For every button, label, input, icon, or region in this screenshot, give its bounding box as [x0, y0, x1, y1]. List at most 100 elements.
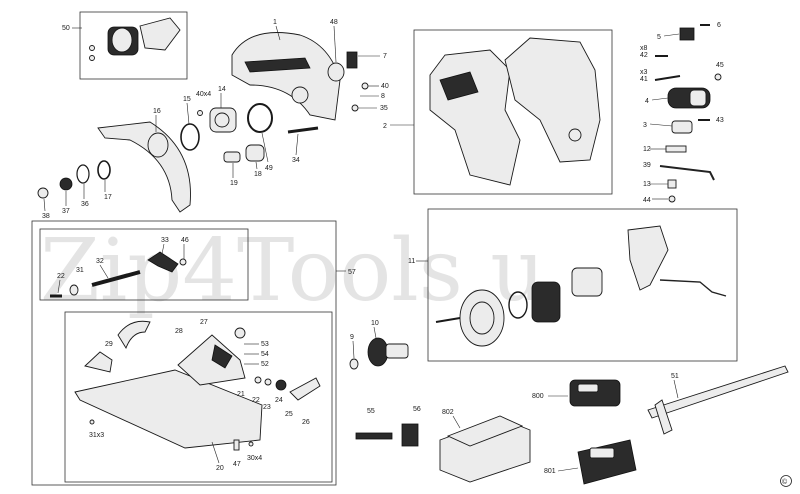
callout-45: 45 — [716, 62, 724, 69]
callout-x8: x8 — [640, 45, 648, 52]
part-32-bolt — [91, 270, 141, 287]
callout-801: 801 — [544, 468, 556, 475]
callout-13: 13 — [643, 181, 651, 188]
part-35-screw — [351, 104, 359, 112]
callout-18: 18 — [254, 171, 262, 178]
callout-11: 11 — [408, 258, 415, 265]
callout-14: 14 — [218, 86, 226, 93]
callout-800: 800 — [532, 393, 544, 400]
callout-5: 5 — [657, 34, 661, 41]
callout-4: 4 — [645, 98, 649, 105]
box-part-11 — [427, 208, 738, 362]
part-50-assembly — [89, 17, 181, 61]
callout-27: 27 — [200, 319, 208, 326]
part-19-pin — [223, 151, 241, 163]
part-4-handle-grip — [667, 87, 711, 109]
motor-housing-halves — [429, 37, 601, 186]
callout-22a: 22 — [57, 273, 65, 280]
callout-9: 9 — [350, 334, 354, 341]
part-46-screw — [179, 258, 187, 266]
callout-52: 52 — [261, 361, 269, 368]
callout-3: 3 — [643, 122, 647, 129]
box-part-50 — [79, 11, 188, 80]
callout-16: 16 — [153, 108, 161, 115]
part-37-flange — [59, 177, 73, 191]
callout-51: 51 — [671, 373, 679, 380]
callout-10: 10 — [371, 320, 379, 327]
callout-15: 15 — [183, 96, 191, 103]
callout-53: 53 — [261, 341, 269, 348]
part-13-nut — [667, 179, 677, 189]
callout-6: 6 — [717, 22, 721, 29]
callout-x3a: x3 — [640, 69, 648, 76]
part-3-trigger — [671, 120, 693, 134]
callout-26: 26 — [302, 419, 310, 426]
callout-40a: 40 — [381, 83, 389, 90]
callout-44: 44 — [643, 197, 651, 204]
part-49-ring — [247, 103, 273, 133]
part-802-case — [439, 415, 531, 483]
watermark: Zip4Tools.u — [40, 221, 546, 321]
part-39-hex-key — [659, 165, 715, 181]
callout-50: 50 — [62, 25, 70, 32]
callout-41: 41 — [640, 76, 648, 83]
part-55-strip — [355, 432, 393, 440]
part-12-clip — [665, 145, 687, 153]
callout-43: 43 — [716, 117, 724, 124]
callout-21: 21 — [237, 391, 245, 398]
callout-48: 48 — [330, 19, 338, 26]
part-18-bearing — [245, 144, 265, 162]
callout-34: 34 — [292, 157, 300, 164]
copyright-mark: © — [782, 478, 788, 486]
part-5-switch — [679, 27, 695, 41]
box-part-2 — [413, 29, 613, 195]
callout-37: 37 — [62, 208, 70, 215]
lower-blade-guard — [97, 121, 191, 213]
callout-25: 25 — [285, 411, 293, 418]
callout-39: 39 — [643, 162, 651, 169]
part-7-lever — [346, 51, 358, 69]
callout-36: 36 — [81, 201, 89, 208]
callout-12: 12 — [643, 146, 651, 153]
callout-38: 38 — [42, 213, 50, 220]
part-40-screw — [361, 82, 369, 90]
upper-blade-guard — [231, 32, 341, 121]
callout-32: 32 — [96, 258, 104, 265]
callout-17: 17 — [104, 194, 112, 201]
box-part-57 — [31, 220, 337, 486]
callout-19: 19 — [230, 180, 238, 187]
callout-8: 8 — [381, 93, 385, 100]
callout-49: 49 — [265, 165, 273, 172]
part-51-rip-fence — [647, 365, 789, 435]
part-44-screw — [668, 195, 676, 203]
part-801-charger — [577, 439, 637, 485]
callout-40x4: 40x4 — [196, 91, 211, 98]
callout-46: 46 — [181, 237, 189, 244]
callout-24: 24 — [275, 397, 283, 404]
callout-56: 56 — [413, 406, 421, 413]
callout-47: 47 — [233, 461, 241, 468]
part-36-washer — [76, 164, 90, 184]
motor-assembly — [435, 225, 727, 347]
callout-7: 7 — [383, 53, 387, 60]
box-inner-upper — [39, 228, 249, 301]
callout-22b: 22 — [252, 397, 260, 404]
part-26-knob — [289, 377, 321, 401]
box-inner-base — [64, 311, 333, 483]
part-48-spring — [327, 62, 345, 82]
part-31-washer — [69, 284, 79, 296]
callout-42: 42 — [640, 52, 648, 59]
callout-35: 35 — [380, 105, 388, 112]
callout-31x3: 31x3 — [89, 432, 104, 439]
part-800-battery — [569, 379, 621, 407]
callout-54: 54 — [261, 351, 269, 358]
callout-30x4: 30x4 — [247, 455, 262, 462]
callout-23: 23 — [263, 404, 271, 411]
part-14-gearbox — [209, 107, 237, 133]
part-15-circlip — [180, 123, 200, 151]
callout-28: 28 — [175, 328, 183, 335]
callout-20: 20 — [216, 465, 224, 472]
callout-57: 57 — [348, 269, 356, 276]
callout-33: 33 — [161, 237, 169, 244]
